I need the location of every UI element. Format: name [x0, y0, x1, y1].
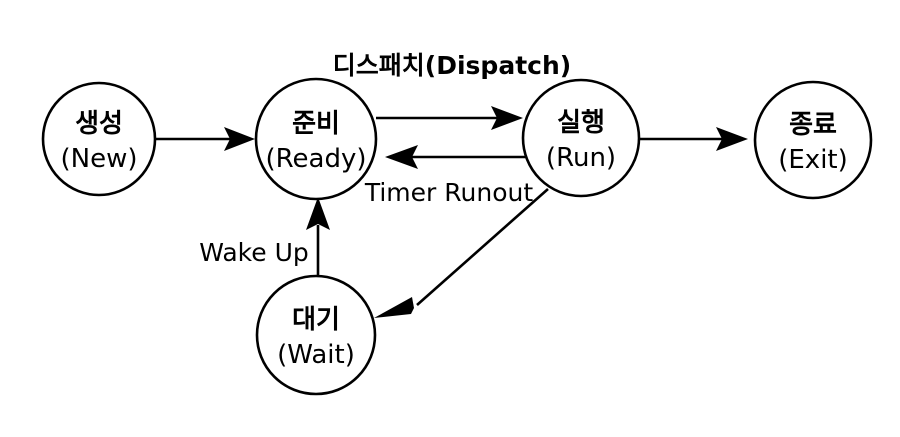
node-new-circle[interactable]	[41, 81, 157, 197]
edge-new-to-ready	[156, 127, 255, 151]
node-new-label-en: (New)	[61, 144, 138, 174]
edge-run-to-ready-arrowhead	[385, 145, 418, 169]
node-wait-label-en: (Wait)	[277, 340, 355, 370]
node-run-label-ko: 실행	[557, 108, 605, 138]
node-wait-circle[interactable]	[255, 274, 377, 396]
edge-run-to-ready	[385, 145, 535, 169]
edge-new-to-ready-arrowhead	[224, 127, 255, 151]
edge-label-timer-runout: Timer Runout	[364, 178, 533, 207]
edge-wait-to-ready-arrowhead	[306, 197, 330, 230]
edge-label-dispatch: 디스패치(Dispatch)	[333, 51, 571, 80]
edge-ready-to-run-arrowhead	[491, 106, 523, 130]
node-run[interactable]: 실행 (Run)	[521, 78, 641, 198]
node-new-label-ko: 생성	[75, 109, 123, 139]
node-exit[interactable]: 종료 (Exit)	[753, 80, 873, 200]
node-exit-label-en: (Exit)	[778, 145, 848, 175]
edge-run-to-exit-arrowhead	[716, 127, 748, 151]
edge-run-to-wait	[374, 188, 549, 318]
edge-ready-to-run	[376, 106, 523, 130]
edge-run-to-wait-arrowhead	[374, 297, 414, 318]
node-run-circle[interactable]	[521, 78, 641, 198]
node-ready-label-en: (Ready)	[265, 144, 366, 174]
edge-label-wake-up: Wake Up	[199, 238, 309, 267]
node-ready-circle[interactable]	[254, 77, 378, 201]
node-exit-label-ko: 종료	[789, 110, 837, 140]
edge-run-to-exit	[640, 127, 748, 151]
node-wait-label-ko: 대기	[292, 305, 340, 335]
node-new[interactable]: 생성 (New)	[41, 81, 157, 197]
edge-wait-to-ready	[306, 197, 330, 276]
node-wait[interactable]: 대기 (Wait)	[255, 274, 377, 396]
node-run-label-en: (Run)	[546, 143, 616, 173]
node-ready-label-ko: 준비	[292, 109, 340, 139]
edge-run-to-wait-line	[416, 188, 549, 306]
node-exit-circle[interactable]	[753, 80, 873, 200]
node-ready[interactable]: 준비 (Ready)	[254, 77, 378, 201]
